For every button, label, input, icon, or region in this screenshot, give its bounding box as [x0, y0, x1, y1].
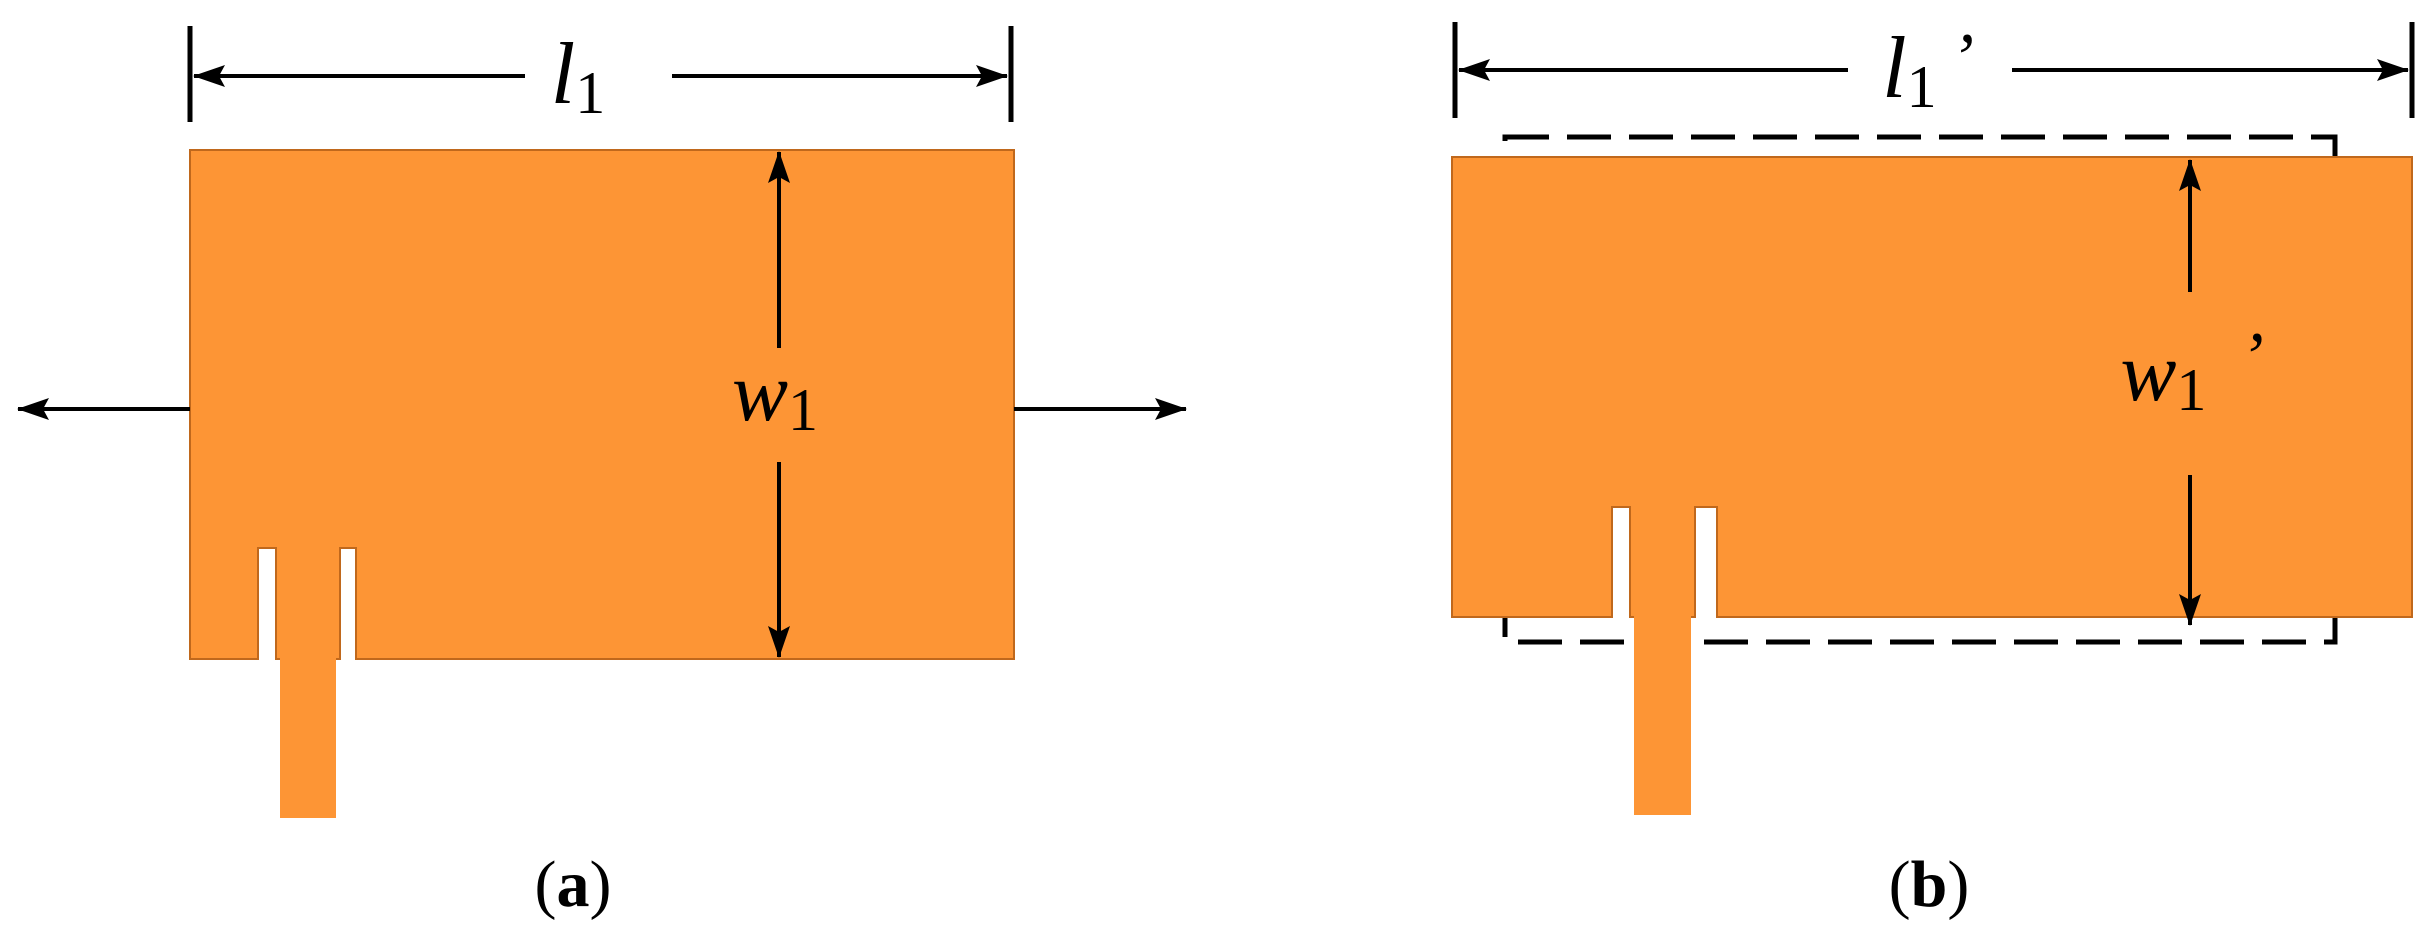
length-label-b: l1’: [1882, 20, 1974, 120]
patch-a: [189, 149, 1015, 660]
caption-b: (b): [1889, 848, 1970, 921]
width-label-b: w1’: [2120, 319, 2263, 423]
feed-line-a: [280, 548, 336, 818]
panel-a: l1 w1 (a): [17, 26, 1187, 921]
patch-b: [1451, 156, 2413, 618]
width-label-a: w1: [732, 346, 818, 443]
feed-line-b: [1634, 507, 1691, 815]
length-label-a: l1: [551, 26, 605, 126]
panel-b: l1’ w1’ (b): [1451, 20, 2415, 921]
caption-a: (a): [535, 848, 612, 921]
